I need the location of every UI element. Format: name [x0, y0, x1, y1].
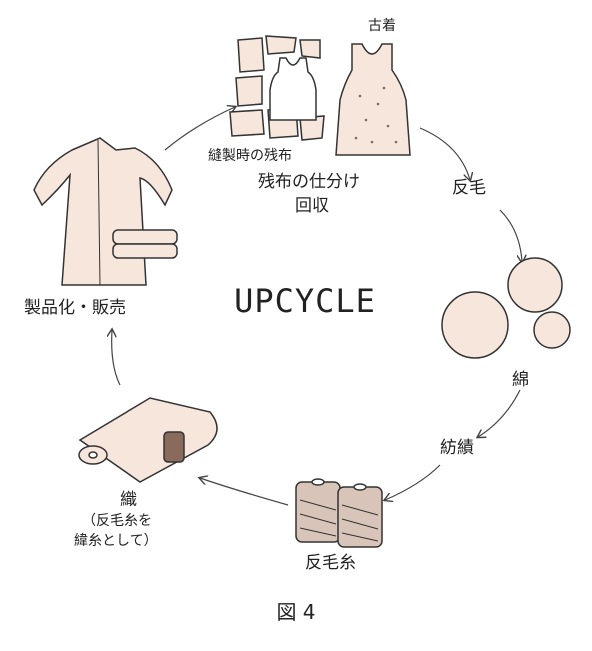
tank-top-icon [269, 57, 317, 121]
label-collect: 回収 [295, 196, 329, 216]
dress-texture [354, 86, 398, 144]
label-old-clothes: 古着 [368, 18, 396, 34]
label-sort-scraps: 残布の仕分け [258, 172, 360, 192]
arrow-wool-to-cotton [499, 209, 522, 262]
fabric-scraps-icon [229, 35, 325, 141]
label-weaving-note-1: （反毛糸を [82, 513, 152, 529]
cotton-balls-icon [441, 257, 571, 359]
old-clothes-dress-icon [335, 43, 411, 156]
label-recycled-yarn: 反毛糸 [305, 553, 356, 573]
arrow-spinning-to-yarn [385, 464, 441, 500]
center-title: UPCYCLE [234, 282, 376, 320]
arrow-product-to-scraps [164, 107, 235, 151]
yarn-cones-icon [295, 478, 383, 548]
label-recycled-wool: 反毛 [452, 178, 486, 198]
figure-caption: 図 4 [276, 600, 316, 624]
label-weaving: 織 [120, 490, 137, 510]
label-weaving-note-2: 緯糸として） [74, 533, 158, 549]
arrow-cotton-to-spinning [478, 389, 521, 437]
label-spinning: 紡績 [440, 438, 474, 458]
dress-product-icon [33, 137, 173, 286]
arrow-scraps-to-wool [419, 127, 470, 180]
arrow-yarn-to-weaving [200, 478, 289, 506]
label-sewing-scraps: 縫製時の残布 [208, 148, 292, 164]
arrow-weaving-to-product [112, 330, 121, 386]
cycle-arrows [112, 107, 522, 506]
label-product-sales: 製品化・販売 [24, 298, 126, 318]
fabric-roll-icon [78, 397, 218, 483]
label-cotton: 綿 [512, 370, 529, 390]
folded-cloth-icon [112, 229, 178, 259]
